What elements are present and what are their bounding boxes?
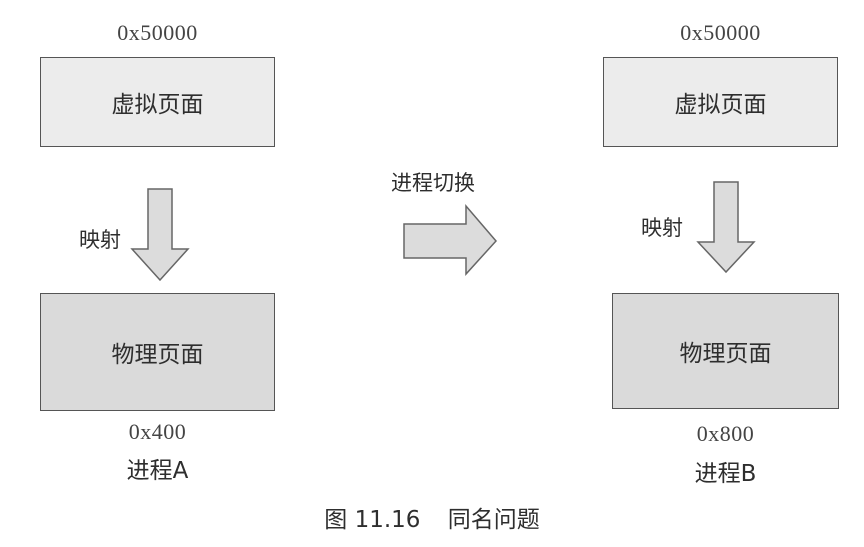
left-physical-page-box: 物理页面 (40, 293, 275, 411)
left-virtual-page-box: 虚拟页面 (40, 57, 275, 147)
left-physical-page-label: 物理页面 (111, 342, 204, 368)
right-physical-page-label: 物理页面 (679, 341, 772, 367)
right-physical-address: 0x800 (696, 421, 755, 446)
right-virtual-page-box: 虚拟页面 (603, 57, 838, 147)
right-virtual-address: 0x50000 (680, 20, 761, 45)
left-map-label: 映射 (79, 228, 121, 252)
figure-number: 图 11.16 (324, 507, 421, 533)
left-process-label: 进程A (126, 458, 189, 484)
right-virtual-page-label: 虚拟页面 (674, 92, 767, 118)
right-map-label: 映射 (641, 216, 683, 240)
figure-caption: 图 11.16 同名问题 (0, 500, 864, 534)
process-switch-label: 进程切换 (391, 171, 475, 195)
left-virtual-address: 0x50000 (117, 20, 198, 45)
left-physical-address: 0x400 (128, 419, 187, 444)
process-switch-arrow-icon (403, 203, 498, 276)
right-mapping-arrow-icon (696, 181, 756, 274)
right-physical-page-box: 物理页面 (612, 293, 839, 409)
figure-title: 同名问题 (447, 507, 540, 533)
right-process-label: 进程B (694, 461, 757, 487)
left-virtual-page-label: 虚拟页面 (111, 92, 204, 118)
left-mapping-arrow-icon (130, 188, 190, 282)
